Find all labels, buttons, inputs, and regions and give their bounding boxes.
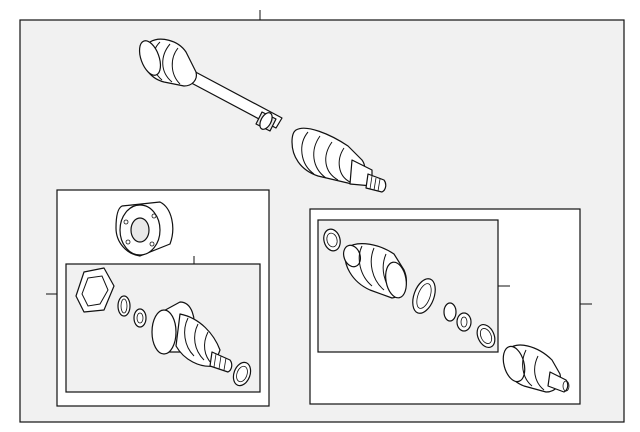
washer-inner xyxy=(136,312,144,324)
circlip-inner xyxy=(479,328,493,344)
snap-ring[interactable] xyxy=(117,295,131,317)
spline-line xyxy=(377,178,381,192)
joint-face xyxy=(151,309,177,355)
boot-rib xyxy=(184,317,195,357)
left-inner-parts xyxy=(75,267,252,387)
right-inner-parts xyxy=(323,228,472,332)
washer[interactable] xyxy=(456,312,472,332)
upper-left-boot-end xyxy=(138,40,162,76)
boot-rib xyxy=(338,147,351,183)
washer[interactable] xyxy=(443,302,457,322)
circlip[interactable] xyxy=(474,322,499,351)
outer-joint-face xyxy=(502,345,526,383)
shaft-damper-ring xyxy=(259,112,273,130)
boot-rib xyxy=(325,141,339,181)
spline-line xyxy=(373,177,377,191)
splined-stub xyxy=(365,173,387,193)
boot-rib xyxy=(194,323,205,361)
spline-line xyxy=(218,355,222,370)
flange-bolt-hole xyxy=(125,239,131,245)
inner-cv-joint[interactable] xyxy=(151,301,233,373)
gasket-inner-edge xyxy=(81,275,109,307)
stub-end xyxy=(562,380,570,392)
flange-bolt-hole xyxy=(123,219,129,225)
axle-shaft-assembly[interactable] xyxy=(135,38,387,193)
large-clamp[interactable] xyxy=(408,276,439,317)
outer-cv-joint[interactable] xyxy=(500,344,570,393)
boot-rib xyxy=(162,43,173,83)
boot-clamp-inner xyxy=(236,365,248,383)
spline-line xyxy=(369,175,373,190)
boot-large-end xyxy=(385,261,407,299)
washer[interactable] xyxy=(133,308,147,328)
outer-boot[interactable] xyxy=(341,243,409,300)
boot-rib xyxy=(313,135,327,179)
flange-bore xyxy=(130,217,150,243)
flange-hub[interactable] xyxy=(115,201,174,257)
boot-rib xyxy=(522,349,533,387)
spline-line xyxy=(213,353,217,368)
boot-rib xyxy=(534,355,545,391)
small-clamp-inner xyxy=(326,232,338,248)
boot-rib xyxy=(171,47,181,85)
boot-rib xyxy=(301,131,315,175)
large-clamp-inner xyxy=(416,283,432,309)
boot-rib xyxy=(370,247,385,291)
snap-ring-inner xyxy=(120,298,128,314)
washer-inner xyxy=(460,316,468,328)
boot-rib xyxy=(358,245,373,287)
spline-line xyxy=(223,357,227,371)
right-inner-kit-box[interactable] xyxy=(317,219,499,353)
flange-bolt-hole xyxy=(151,213,157,219)
flange-bolt-hole xyxy=(149,241,155,247)
